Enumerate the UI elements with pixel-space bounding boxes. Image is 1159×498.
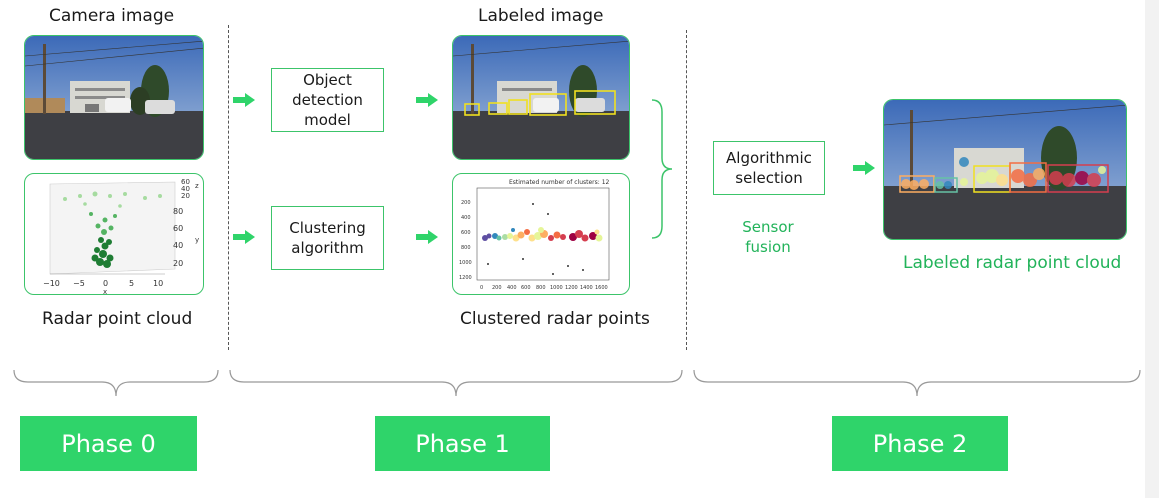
phase-0-badge: Phase 0 bbox=[20, 416, 197, 471]
object-detection-model-label: Object detection model bbox=[292, 71, 363, 129]
object-detection-model-box: Object detection model bbox=[271, 68, 384, 132]
labeled-radar-point-cloud-label: Labeled radar point cloud bbox=[903, 253, 1122, 273]
algorithmic-selection-label: Algorithmic selection bbox=[726, 149, 812, 187]
radar-xtick-3: 5 bbox=[129, 279, 134, 288]
radar-axis-x: x bbox=[103, 288, 107, 295]
clustered-points-panel: Estimated number of clusters: 12 200 400… bbox=[452, 173, 630, 295]
cluster-ytick: 1200 bbox=[459, 275, 472, 281]
cluster-plot-title: Estimated number of clusters: 12 bbox=[509, 179, 610, 186]
labeled-image-photo bbox=[453, 36, 629, 159]
sensor-fusion-label: Sensor fusion bbox=[742, 218, 794, 256]
phase-0-brace bbox=[13, 369, 219, 397]
labeled-image-label: Labeled image bbox=[478, 6, 604, 26]
radar-xtick-1: −5 bbox=[73, 279, 85, 288]
cluster-scatter-plot: Estimated number of clusters: 12 200 400… bbox=[459, 179, 610, 291]
phase-1-brace bbox=[229, 369, 683, 397]
algorithmic-selection-box: Algorithmic selection bbox=[713, 141, 825, 195]
radar-point-cloud-panel: −10 −5 0 5 10 x 20 40 60 80 y 20 40 60 z bbox=[24, 173, 204, 295]
clustering-algorithm-label: Clustering algorithm bbox=[289, 219, 366, 257]
cluster-xtick: 1400 bbox=[580, 285, 593, 291]
phase-divider-1 bbox=[228, 25, 229, 350]
phase-2-label: Phase 2 bbox=[872, 429, 968, 458]
radar-ztick-0: 20 bbox=[181, 192, 190, 200]
phase-0-label: Phase 0 bbox=[61, 429, 156, 458]
arrow-icon bbox=[416, 230, 438, 244]
labeled-radar-cloud-panel bbox=[883, 99, 1127, 240]
cluster-points bbox=[482, 203, 603, 275]
radar-ztick-1: 40 bbox=[181, 185, 190, 193]
camera-image-label: Camera image bbox=[49, 6, 175, 26]
cluster-ytick: 200 bbox=[461, 200, 471, 206]
radar-axis-y: y bbox=[195, 236, 199, 244]
arrow-icon bbox=[853, 161, 875, 175]
cluster-ytick: 400 bbox=[461, 215, 471, 221]
clustered-radar-points-label: Clustered radar points bbox=[460, 309, 650, 329]
right-edge-strip bbox=[1145, 0, 1159, 498]
phase-2-badge: Phase 2 bbox=[832, 416, 1008, 471]
cluster-xtick: 600 bbox=[521, 285, 531, 291]
merge-brace bbox=[651, 99, 673, 239]
phase-divider-2 bbox=[686, 30, 687, 350]
cluster-xtick: 1200 bbox=[565, 285, 578, 291]
labeled-radar-photo bbox=[884, 100, 1126, 239]
radar-xtick-2: 0 bbox=[103, 279, 108, 288]
camera-image-photo bbox=[25, 36, 203, 159]
phase-2-brace bbox=[693, 369, 1141, 397]
radar-ytick-1: 40 bbox=[173, 241, 183, 250]
cluster-xtick: 1000 bbox=[550, 285, 563, 291]
arrow-icon bbox=[233, 93, 255, 107]
phase-1-label: Phase 1 bbox=[415, 429, 510, 458]
radar-3d-plot: −10 −5 0 5 10 x 20 40 60 80 y 20 40 60 z bbox=[43, 178, 199, 295]
radar-xtick-4: 10 bbox=[153, 279, 163, 288]
radar-ztick-2: 60 bbox=[181, 178, 190, 186]
cluster-y-ticks: 200 400 600 800 1000 1200 bbox=[459, 200, 472, 281]
cluster-ytick: 800 bbox=[461, 245, 471, 251]
cluster-xtick: 0 bbox=[480, 285, 483, 291]
labeled-image-panel bbox=[452, 35, 630, 160]
cluster-ytick: 1000 bbox=[459, 260, 472, 266]
radar-ytick-0: 20 bbox=[173, 259, 183, 268]
clustering-algorithm-box: Clustering algorithm bbox=[271, 206, 384, 270]
arrow-icon bbox=[416, 93, 438, 107]
phase-1-badge: Phase 1 bbox=[375, 416, 550, 471]
cluster-xtick: 800 bbox=[536, 285, 546, 291]
cluster-ytick: 600 bbox=[461, 230, 471, 236]
radar-ytick-2: 60 bbox=[173, 224, 183, 233]
cluster-xtick: 1600 bbox=[595, 285, 608, 291]
cluster-x-ticks: 0 200 400 600 800 1000 1200 1400 1600 bbox=[480, 285, 608, 291]
radar-axis-z: z bbox=[195, 182, 199, 190]
radar-point-cloud-label: Radar point cloud bbox=[42, 309, 193, 329]
radar-xtick-0: −10 bbox=[43, 279, 60, 288]
arrow-icon bbox=[233, 230, 255, 244]
radar-ytick-3: 80 bbox=[173, 207, 183, 216]
cluster-xtick: 200 bbox=[492, 285, 502, 291]
cluster-xtick: 400 bbox=[507, 285, 517, 291]
camera-image-panel bbox=[24, 35, 204, 160]
